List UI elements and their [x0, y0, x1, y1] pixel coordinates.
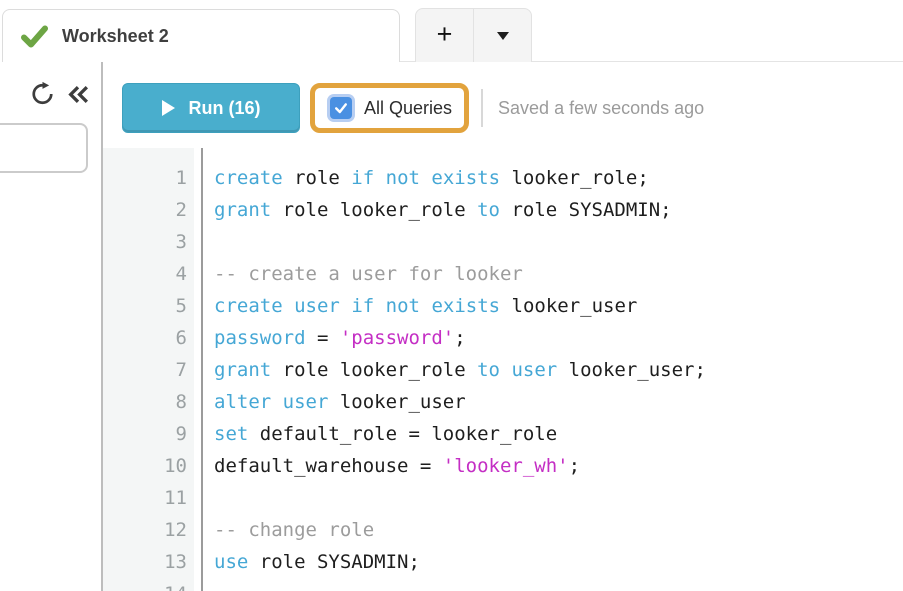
saved-status-text: Saved a few seconds ago	[498, 97, 705, 118]
line-number: 4	[175, 263, 187, 285]
line-number: 1	[175, 167, 187, 189]
tab-bar: Worksheet 2 +	[0, 0, 903, 62]
code-line[interactable]: use role SYSADMIN;	[214, 551, 420, 573]
line-number: 13	[164, 551, 187, 573]
line-number: 14	[103, 578, 187, 591]
line-number: 6	[175, 327, 187, 349]
code-line[interactable]	[214, 482, 903, 514]
tab-title: Worksheet 2	[62, 25, 169, 46]
line-number: 2	[175, 199, 187, 221]
toolbar-divider	[481, 89, 484, 127]
refresh-icon[interactable]	[30, 81, 55, 107]
code-line[interactable]: -- change role	[214, 519, 375, 541]
code-line[interactable]: alter user looker_user	[214, 391, 466, 413]
code-line[interactable]: grant role looker_role to role SYSADMIN;	[214, 199, 672, 221]
line-number: 9	[175, 423, 187, 445]
tab-button-group: +	[415, 8, 532, 62]
main-area: Run (16) All Queries Saved a few seconds…	[0, 62, 903, 591]
play-icon	[161, 100, 175, 116]
run-button-label: Run (16)	[188, 97, 261, 118]
line-number: 3	[175, 231, 187, 253]
code-line[interactable]: create user if not exists looker_user	[214, 295, 638, 317]
line-number-gutter: 1234567891011121314	[103, 148, 194, 591]
line-number: 7	[175, 359, 187, 381]
collapse-sidebar-icon[interactable]	[66, 82, 91, 107]
plus-icon: +	[436, 18, 453, 49]
code-line[interactable]: password = 'password';	[214, 327, 466, 349]
chevron-down-icon	[496, 31, 509, 40]
worksheet-menu-button[interactable]	[474, 9, 531, 62]
tab-worksheet-2[interactable]: Worksheet 2	[2, 9, 400, 62]
code-line[interactable]: default_warehouse = 'looker_wh';	[214, 455, 581, 477]
all-queries-checkbox[interactable]	[327, 94, 355, 122]
code-content[interactable]: create role if not exists looker_role;gr…	[203, 148, 903, 591]
gutter-gap	[194, 148, 201, 591]
code-line[interactable]	[214, 226, 903, 258]
all-queries-highlight-annotation: All Queries	[310, 83, 470, 133]
code-line[interactable]: grant role looker_role to user looker_us…	[214, 359, 706, 381]
line-number: 10	[164, 455, 187, 477]
code-line[interactable]: create role if not exists looker_role;	[214, 167, 649, 189]
worksheet-toolbar: Run (16) All Queries Saved a few seconds…	[103, 62, 903, 148]
new-worksheet-button[interactable]: +	[416, 9, 474, 62]
sidebar-object-box[interactable]	[0, 123, 88, 173]
run-button[interactable]: Run (16)	[122, 83, 300, 133]
editor-column: Run (16) All Queries Saved a few seconds…	[103, 62, 903, 591]
code-line[interactable]	[214, 578, 903, 591]
code-line[interactable]: -- create a user for looker	[214, 263, 523, 285]
line-number: 11	[164, 487, 187, 509]
tab-bar-divider	[399, 61, 903, 62]
left-sidebar	[0, 62, 103, 591]
line-number: 12	[164, 519, 187, 541]
line-number: 8	[175, 391, 187, 413]
code-line[interactable]: set default_role = looker_role	[214, 423, 558, 445]
all-queries-label: All Queries	[364, 97, 453, 118]
sql-editor[interactable]: 1234567891011121314 create role if not e…	[103, 148, 903, 591]
gutter-divider	[201, 148, 203, 591]
check-icon	[335, 103, 347, 114]
green-checkmark-icon	[21, 25, 48, 48]
line-number: 5	[175, 295, 187, 317]
